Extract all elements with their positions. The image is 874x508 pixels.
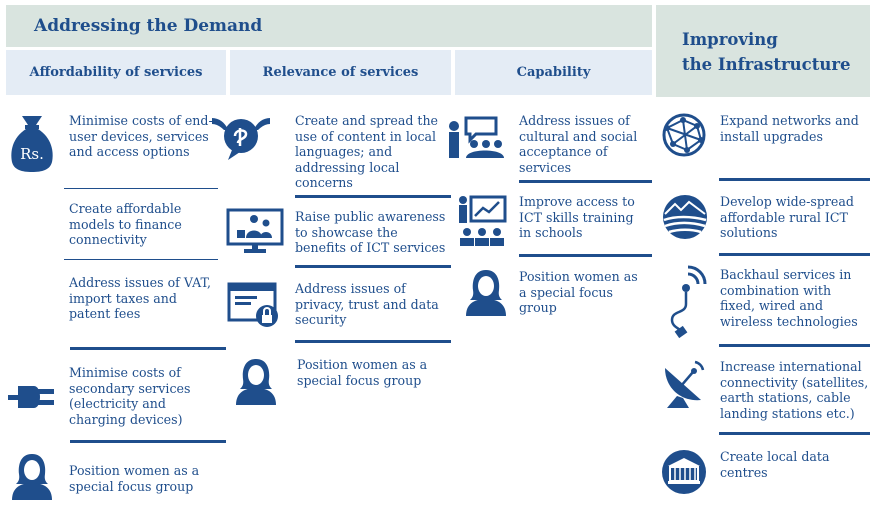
separator [719,253,870,256]
demand-band: Addressing the Demand [6,5,652,47]
money-bag-icon: Rs. [8,112,56,174]
separator [719,178,870,181]
training-chart-icon [457,194,507,246]
separator [295,265,451,268]
affordability-item-5: Position women as a special focus group [69,463,200,494]
affordability-item-4: Minimise costs of secondary services (el… [69,365,191,427]
infrastructure-item-3: Backhaul services in combination with fi… [720,267,858,329]
relevance-item-3: Address issues of privacy, trust and dat… [295,281,439,328]
relevance-item-4: Position women as a special focus group [297,357,428,388]
col-header-relevance: Relevance of services [230,50,451,95]
infrastructure-item-1: Expand networks and install upgrades [720,113,859,144]
separator [719,344,870,347]
speech-bird-icon [210,112,272,164]
affordability-item-3: Address issues of VAT, import taxes and … [69,275,212,322]
separator [295,340,451,343]
relevance-item-1: Create and spread the use of content in … [295,113,439,191]
network-globe-icon [661,112,707,158]
separator [519,254,652,257]
secure-window-lock-icon [227,282,281,328]
svg-text:Rs.: Rs. [20,145,44,163]
separator [719,432,870,435]
separator [70,347,226,350]
presentation-screen-icon [226,208,284,254]
col-header-affordability: Affordability of services [6,50,226,95]
infrastructure-item-2: Develop wide-spread affordable rural ICT… [720,194,854,241]
satellite-dish-icon [659,358,709,410]
wireless-cable-icon [664,264,710,340]
power-plug-icon [8,380,56,414]
col-header-capability: Capability [455,50,652,95]
group-discussion-icon [446,114,506,160]
infrastructure-item-5: Create local data centres [720,449,830,480]
capability-item-3: Position women as a special focus group [519,269,638,316]
affordability-item-1: Minimise costs of end-user devices, serv… [69,113,213,160]
woman-icon [464,268,508,316]
infrastructure-item-4: Increase international connectivity (sat… [720,359,869,421]
separator [519,180,652,183]
affordability-item-2: Create affordable models to finance conn… [69,201,182,248]
separator [64,188,218,189]
woman-icon [234,357,278,405]
data-centre-icon [660,448,708,496]
capability-item-2: Improve access to ICT skills training in… [519,194,635,241]
relevance-item-2: Raise public awareness to showcase the b… [295,209,446,256]
capability-item-1: Address issues of cultural and social ac… [519,113,638,175]
woman-icon [10,452,54,500]
demand-title: Addressing the Demand [34,16,263,36]
separator [295,195,451,198]
separator [70,440,226,443]
separator [64,259,218,260]
rural-landscape-icon [661,194,709,240]
